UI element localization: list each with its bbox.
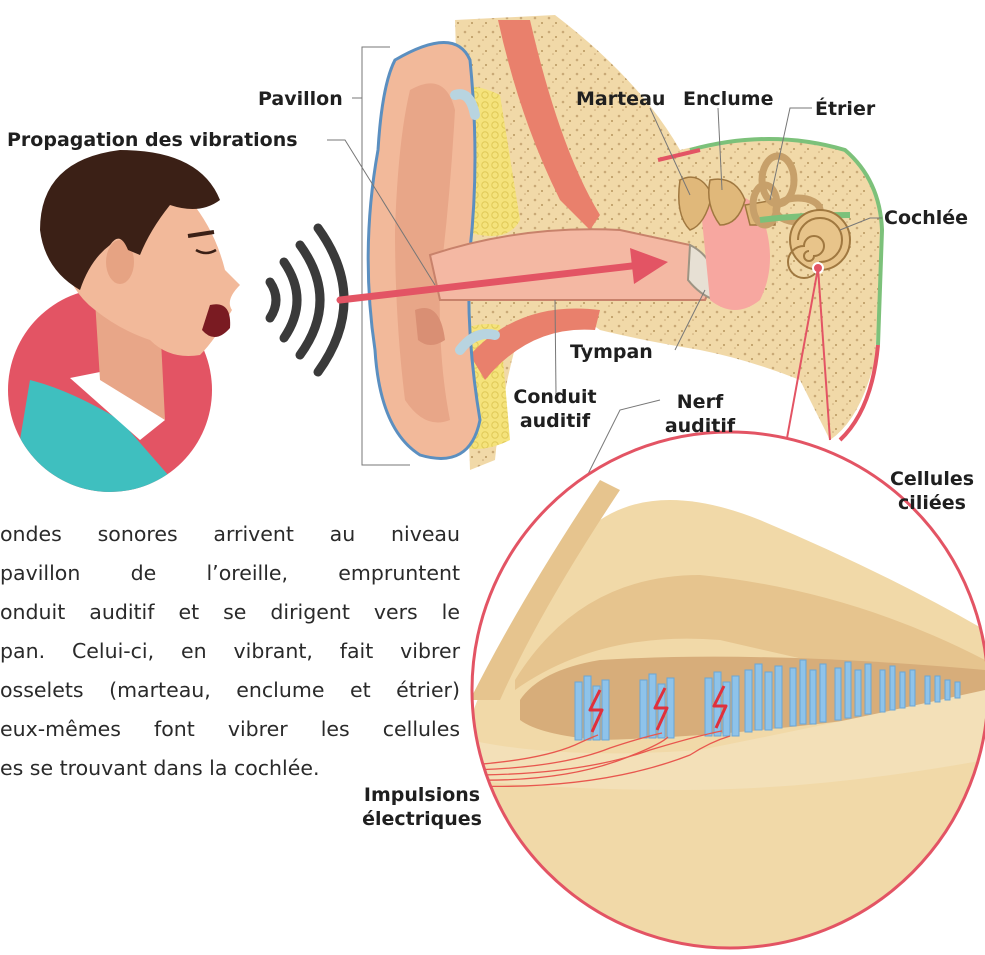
paragraph-line-4: pan. Celui-ci, en vibrant, fait vibrer: [0, 632, 460, 671]
label-cellules-ciliees: Cellules ciliées: [882, 467, 982, 515]
label-nerf-line2: auditif: [660, 414, 740, 438]
paragraph-line-1: ondes sonores arrivent au niveau: [0, 515, 460, 554]
label-impulsions-line2: électriques: [352, 807, 492, 831]
label-pavillon: Pavillon: [258, 87, 343, 111]
label-conduit-line1: Conduit: [500, 385, 610, 409]
label-etrier: Étrier: [815, 97, 875, 121]
label-conduit-auditif: Conduit auditif: [500, 385, 610, 433]
description-paragraph: ondes sonores arrivent au niveau pavillo…: [0, 515, 460, 788]
speaker-head-icon: [8, 150, 240, 500]
label-enclume: Enclume: [683, 87, 774, 111]
label-marteau: Marteau: [576, 87, 665, 111]
paragraph-line-7: es se trouvant dans la cochlée.: [0, 749, 460, 788]
sound-waves-icon: [270, 228, 344, 372]
label-nerf-auditif: Nerf auditif: [660, 390, 740, 438]
label-conduit-line2: auditif: [500, 409, 610, 433]
paragraph-line-6: eux-mêmes font vibrer les cellules: [0, 710, 460, 749]
paragraph-line-3: onduit auditif et se dirigent vers le: [0, 593, 460, 632]
label-cellules-line2: ciliées: [882, 491, 982, 515]
label-propagation: Propagation des vibrations: [7, 128, 298, 152]
label-tympan: Tympan: [570, 340, 653, 364]
label-cellules-line1: Cellules: [882, 467, 982, 491]
paragraph-line-2: pavillon de l’oreille, empruntent: [0, 554, 460, 593]
paragraph-line-5: osselets (marteau, enclume et étrier): [0, 671, 460, 710]
label-nerf-line1: Nerf: [660, 390, 740, 414]
label-impulsions-electriques: Impulsions électriques: [352, 783, 492, 831]
ear-cross-section: [362, 15, 882, 470]
label-cochlee: Cochlée: [884, 206, 968, 230]
